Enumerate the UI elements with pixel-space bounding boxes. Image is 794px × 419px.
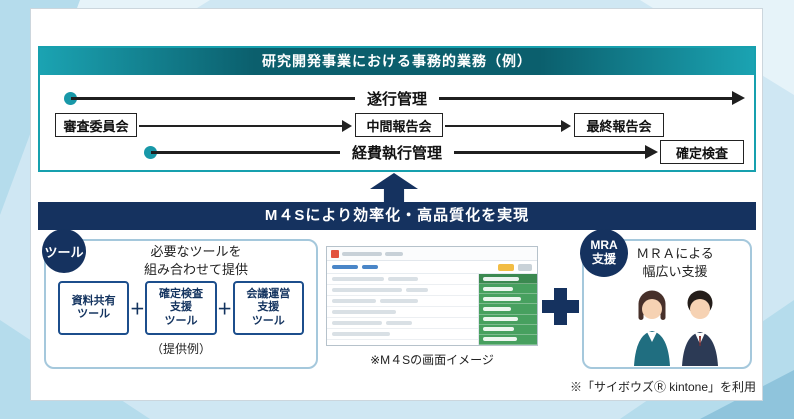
screenshot-header	[327, 247, 537, 261]
screenshot-body	[327, 274, 537, 345]
support-staff-illustration	[634, 290, 718, 366]
sidebar-item	[479, 304, 537, 315]
tool-box-meeting-support: 会議運営 支援 ツール	[232, 281, 304, 335]
flow-start-dot-icon	[144, 146, 157, 159]
arrow-line	[139, 125, 343, 127]
tool-box-document-sharing: 資料共有 ツール	[58, 281, 130, 335]
screenshot-row	[327, 318, 478, 329]
sidebar-item	[479, 284, 537, 295]
flow-expense-management: 経費執行管理 確定検査	[40, 140, 754, 166]
flow-start-dot-icon	[64, 92, 77, 105]
admin-tasks-title: 研究開発事業における事務的業務（例）	[40, 48, 754, 75]
placeholder-link-bar	[362, 265, 378, 269]
plus-sign: ＋	[217, 300, 233, 318]
tool-box-inspection-support: 確定検査 支援 ツール	[145, 281, 217, 335]
tool-boxes-row: 資料共有 ツール ＋ 確定検査 支援 ツール ＋ 会議運営 支援 ツール	[58, 281, 304, 335]
milestone-box-final-inspection: 確定検査	[660, 140, 744, 164]
screenshot-row	[327, 296, 478, 307]
flow-expense-label: 経費執行管理	[339, 142, 455, 163]
screenshot-caption: ※M４Sの画面イメージ	[370, 353, 494, 367]
admin-tasks-section: 研究開発事業における事務的業務（例） 遂行管理 審査委員会 中間報告会 最終報告…	[38, 46, 756, 172]
milestone-arrow	[139, 120, 352, 132]
app-logo-icon	[331, 249, 339, 258]
milestone-arrow	[445, 120, 571, 132]
placeholder-button	[498, 263, 514, 271]
plus-icon	[542, 288, 579, 325]
tools-description: 必要なツールを 組み合わせて提供	[143, 244, 248, 277]
screenshot-sidebar	[479, 274, 537, 345]
arrow-right-icon	[732, 91, 745, 105]
screenshot-toolbar	[327, 261, 537, 274]
sidebar-item	[479, 335, 537, 345]
milestone-box-final-report: 最終報告会	[574, 113, 664, 137]
flow-execution-label: 遂行管理	[354, 88, 440, 109]
plus-sign: ＋	[129, 300, 145, 318]
flow-execution-management: 遂行管理	[40, 88, 754, 109]
screenshot-list	[327, 274, 479, 345]
arrow-line	[445, 125, 562, 127]
screenshot-row	[327, 274, 478, 285]
tools-badge: ツール	[42, 229, 86, 273]
milestone-box-interim-report: 中間報告会	[355, 113, 443, 137]
arrow-right-icon	[342, 120, 352, 132]
mra-badge-line1: MRA	[590, 238, 618, 253]
screenshot-row	[327, 307, 478, 318]
arrow-right-icon	[645, 145, 658, 159]
kintone-footnote: ※「サイボウズⓇ kintone」を利用	[569, 380, 756, 394]
placeholder-link-bar	[332, 265, 358, 269]
sidebar-item	[479, 325, 537, 335]
milestone-row: 審査委員会 中間報告会 最終報告会	[40, 112, 754, 138]
screenshot-row	[327, 285, 478, 296]
sidebar-item	[479, 315, 537, 325]
sidebar-item	[479, 274, 537, 285]
tools-example-note: （提供例）	[150, 342, 211, 356]
milestone-box-review-committee: 審査委員会	[55, 113, 137, 137]
sidebar-item	[479, 294, 537, 305]
mra-badge: MRA 支援	[580, 229, 628, 277]
placeholder-text-bar	[342, 251, 382, 256]
mra-description: ＭＲＡによる 幅広い支援	[636, 246, 714, 279]
screenshot-row	[327, 329, 478, 340]
m4s-screenshot	[326, 246, 538, 346]
m4s-section-title: M４Sにより効率化・高品質化を実現	[38, 202, 756, 230]
mra-badge-line2: 支援	[591, 252, 616, 266]
placeholder-text-bar	[385, 251, 403, 256]
placeholder-button	[518, 263, 532, 271]
arrow-right-icon	[561, 120, 571, 132]
